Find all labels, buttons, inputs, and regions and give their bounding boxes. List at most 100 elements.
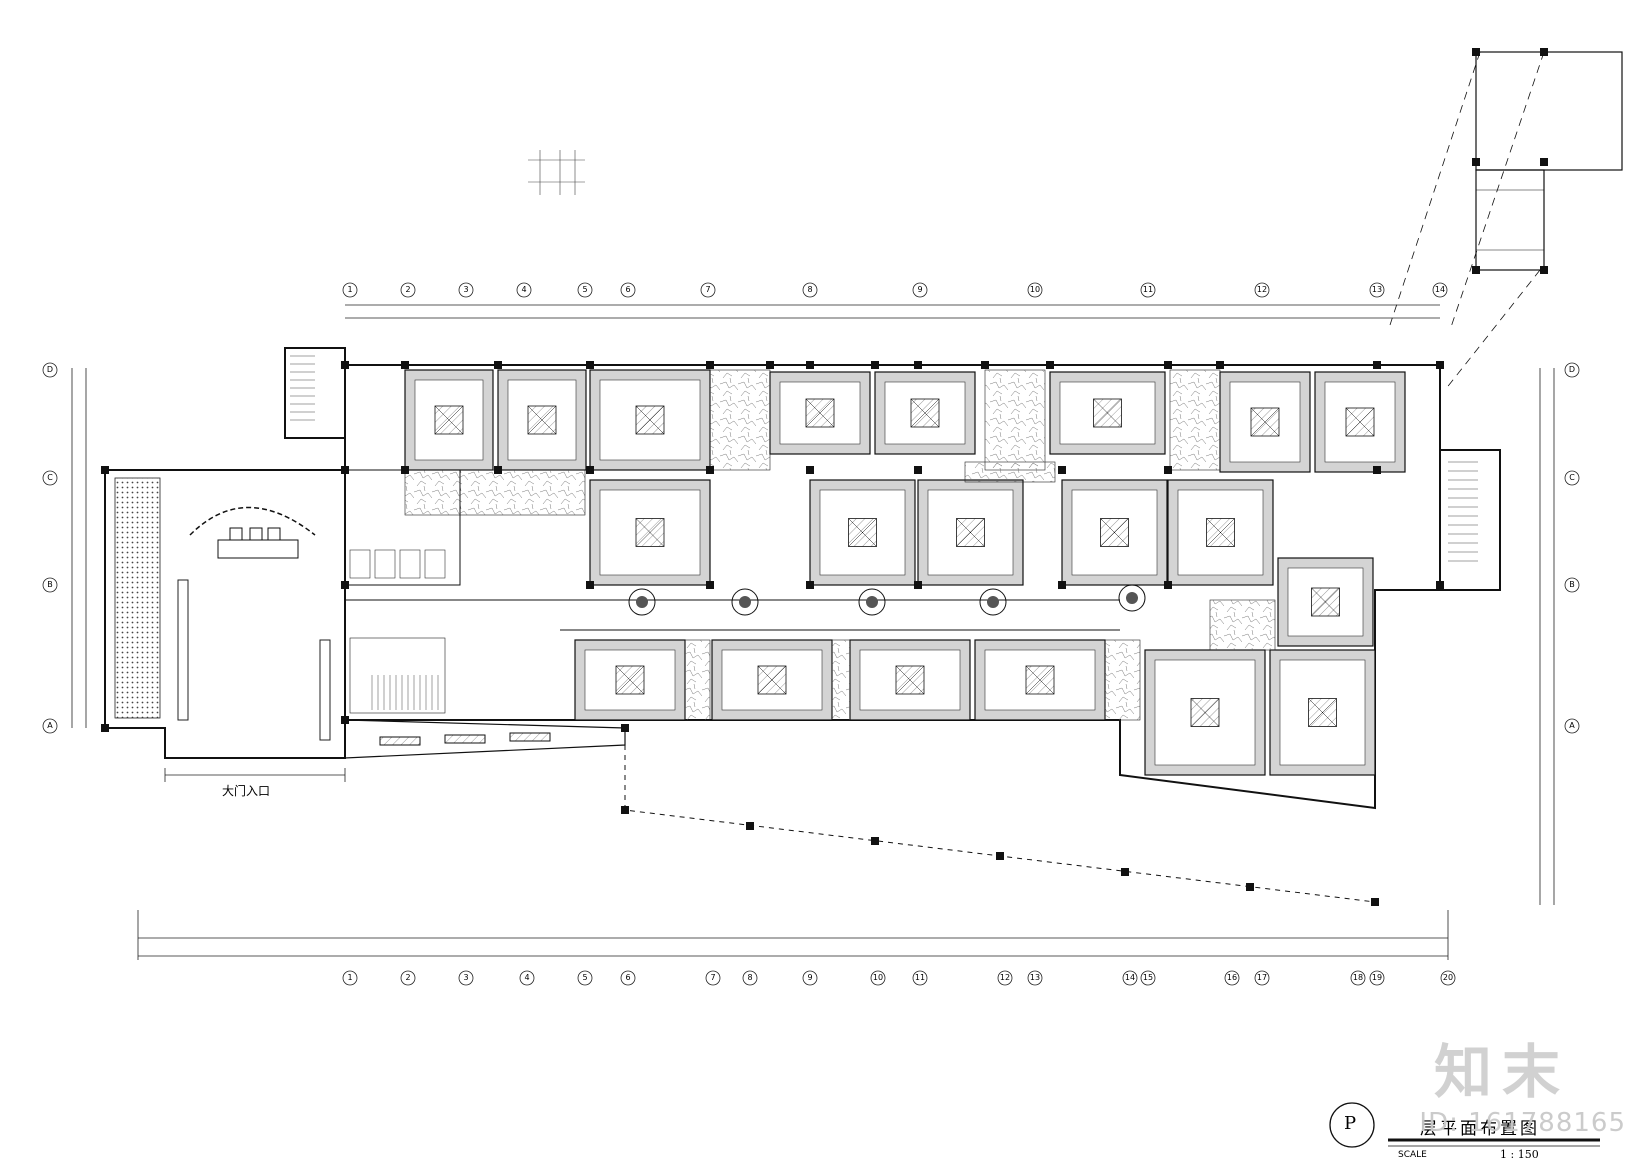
axes-bottom-label: 7 [710,973,716,982]
axes-top-label: 10 [1029,285,1041,294]
column [101,724,109,732]
axes-top-label: 11 [1142,285,1154,294]
axes-top-label: 12 [1256,285,1268,294]
washroom-tile [1104,639,1141,721]
axes-bottom-bubble [1369,970,1385,986]
axes-bottom-label: 17 [1256,973,1268,982]
axes-top-bubble [577,282,593,298]
axes-bottom-label: 5 [582,973,588,982]
axes-bottom-label: 4 [524,973,530,982]
room [974,639,1106,721]
round-planter [1118,584,1146,612]
column [1046,361,1054,369]
round-planter [628,588,656,616]
entrance-dimension [164,768,346,782]
column [341,361,349,369]
column [706,466,714,474]
room [874,371,976,455]
axes-top-bubble [912,282,928,298]
axes-right-label: B [1569,580,1575,589]
stair-treads [290,355,1478,710]
washroom-tile [404,469,586,516]
scale-value: 1 : 150 [1500,1148,1539,1161]
room [1277,557,1374,647]
axes-bottom-label: 20 [1442,973,1454,982]
room [1219,371,1311,473]
boundary-post [746,822,754,830]
column [341,466,349,474]
axes-bottom-label: 1 [347,973,353,982]
axes-bottom-label: 11 [914,973,926,982]
axes-top-label: 1 [347,285,353,294]
boundary-post [871,837,879,845]
axes-top-bubble [516,282,532,298]
title-block-graphic [1329,1102,1600,1148]
axes-top-bubble [802,282,818,298]
axes-bottom-label: 3 [463,973,469,982]
column [1164,581,1172,589]
axes-top-label: 9 [917,285,923,294]
column [621,724,629,732]
axes-bottom-bubble [400,970,416,986]
axes-bottom-bubble [705,970,721,986]
room [711,639,833,721]
column [1164,466,1172,474]
axes-bottom-bubble [1140,970,1156,986]
axes-bottom-label: 12 [999,973,1011,982]
axes-bottom-bubble [458,970,474,986]
washroom-tile [831,639,851,721]
column [341,581,349,589]
room [1144,649,1266,776]
axes-bottom-bubble [342,970,358,986]
axes-top-bubble [1369,282,1385,298]
axes-top-bubble [1027,282,1043,298]
room [1049,371,1166,455]
cubicle [349,549,371,579]
axes-left-bubble [42,718,58,734]
axes-top-bubble [342,282,358,298]
axes-top-bubble [1140,282,1156,298]
top-dimension-line [345,304,1440,319]
axes-bottom-bubble [1440,970,1456,986]
cubicle [424,549,446,579]
axes-bottom-bubble [912,970,928,986]
axes-bottom-label: 14 [1124,973,1136,982]
column [1540,48,1548,56]
axes-top-bubble [1432,282,1448,298]
room [849,639,971,721]
axes-bottom-label: 15 [1142,973,1154,982]
boundary-post [1246,883,1254,891]
column [586,581,594,589]
room [574,639,686,721]
sheet-symbol: P [1344,1113,1357,1134]
round-planter [866,596,878,608]
column [806,361,814,369]
column [914,581,922,589]
column [1164,361,1172,369]
axes-bottom-bubble [1254,970,1270,986]
scale-prefix: SCALE [1398,1150,1427,1160]
washroom-tile [709,369,771,471]
column [1436,581,1444,589]
axes-bottom-bubble [577,970,593,986]
column [401,466,409,474]
room [589,369,711,471]
axes-bottom-bubble [1122,970,1138,986]
axes-left-label: C [47,473,53,482]
axes-bottom-bubble [802,970,818,986]
column [806,581,814,589]
round-planter [636,596,648,608]
watermark-logo: 知末 [1433,1038,1570,1106]
column [341,716,349,724]
axes-top-label: 4 [521,285,527,294]
axes-bottom-label: 13 [1029,973,1041,982]
column [1216,361,1224,369]
column [706,361,714,369]
axes-top-bubble [1254,282,1270,298]
lobby-area [114,477,331,741]
washroom-tile [1169,369,1221,471]
column [586,361,594,369]
axes-top-bubble [400,282,416,298]
axes-bottom-label: 8 [747,973,753,982]
